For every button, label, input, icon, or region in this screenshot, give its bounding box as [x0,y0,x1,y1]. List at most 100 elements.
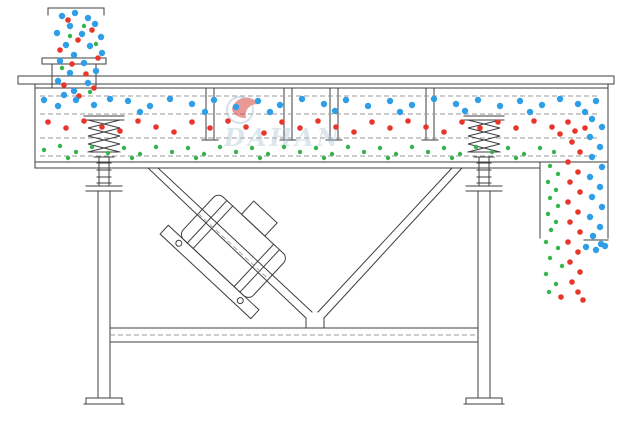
particle-red [207,125,213,131]
particle-red [75,37,81,43]
particle-blue [124,97,132,105]
support-leg-left [83,190,125,405]
particle-green [129,155,135,161]
particle-red [577,269,583,275]
spring-isolator-left [83,115,125,192]
particle-green [547,163,553,169]
motor-bolt [175,239,183,247]
particle-blue [298,95,306,103]
particle-green [345,144,351,150]
particle-red [171,129,177,135]
particle-green [449,155,455,161]
particle-blue [496,102,504,110]
particle-blue [589,232,597,240]
particle-red [558,294,564,300]
particle-blue [80,59,88,67]
particle-blue [556,95,564,103]
vibration-motor [159,194,286,320]
particle-blue [331,107,339,115]
particle-blue [461,107,469,115]
particle-green [41,147,47,153]
particle-red [117,128,123,134]
watermark-text: DAHAN [223,123,342,152]
particle-green [547,255,553,261]
particle-green [57,143,63,149]
particle-red [565,199,571,205]
particle-red [423,124,429,130]
particle-red [81,118,87,124]
particle-green [249,145,255,151]
feed-pipe [47,7,105,16]
particle-green [67,33,73,39]
particle-green [73,149,79,155]
motor-bolt [236,297,244,305]
particle-blue [588,115,596,123]
particle-blue [232,103,240,111]
particle-green [489,149,495,155]
particle-blue [66,69,74,77]
particle-red [369,119,375,125]
particle-blue [586,133,594,141]
particle-red [565,159,571,165]
cross-brace [109,327,479,343]
particle-green [559,263,565,269]
particle-red [315,118,321,124]
particle-red [459,119,465,125]
particle-green [555,171,561,177]
particle-blue [201,108,209,116]
screen-body [34,83,609,169]
particle-green [137,151,143,157]
particle-blue [166,95,174,103]
particle-green [543,271,549,277]
particle-red [575,249,581,255]
particle-green [193,155,199,161]
particle-blue [474,96,482,104]
particle-blue [574,100,582,108]
particle-red [565,239,571,245]
particle-green [555,245,561,251]
particle-green [281,144,287,150]
particle-green [169,149,175,155]
particle-blue [70,51,78,59]
particle-blue [53,29,61,37]
particle-red [567,219,573,225]
particle-red [297,125,303,131]
particle-red [582,125,588,131]
particle-green [265,151,271,157]
particle-green [153,144,159,150]
particle-blue [598,123,606,131]
particle-red [63,125,69,131]
particle-red [575,169,581,175]
particle-green [555,203,561,209]
particle-blue [386,97,394,105]
particle-blue [58,12,66,20]
particle-green [321,155,327,161]
particle-red [405,118,411,124]
particle-blue [526,108,534,116]
particle-green [105,150,111,156]
particle-green [545,211,551,217]
particle-red [279,119,285,125]
particle-green [513,155,519,161]
particle-blue [62,41,70,49]
particle-green [257,155,263,161]
particle-green [409,144,415,150]
particle-green [93,41,99,47]
particle-blue [396,108,404,116]
particle-red [575,209,581,215]
particle-blue [90,101,98,109]
particle-blue [601,242,609,250]
particle-red [569,139,575,145]
particles-red [45,17,588,303]
particle-blue [210,96,218,104]
particle-green [543,239,549,245]
particle-blue [86,42,94,50]
particle-green [185,145,191,151]
particle-green [201,151,207,157]
particle-green [505,145,511,151]
particle-red [83,71,89,77]
particle-blue [71,9,79,17]
particle-green [537,145,543,151]
particle-red [153,124,159,130]
particle-blue [582,243,590,251]
